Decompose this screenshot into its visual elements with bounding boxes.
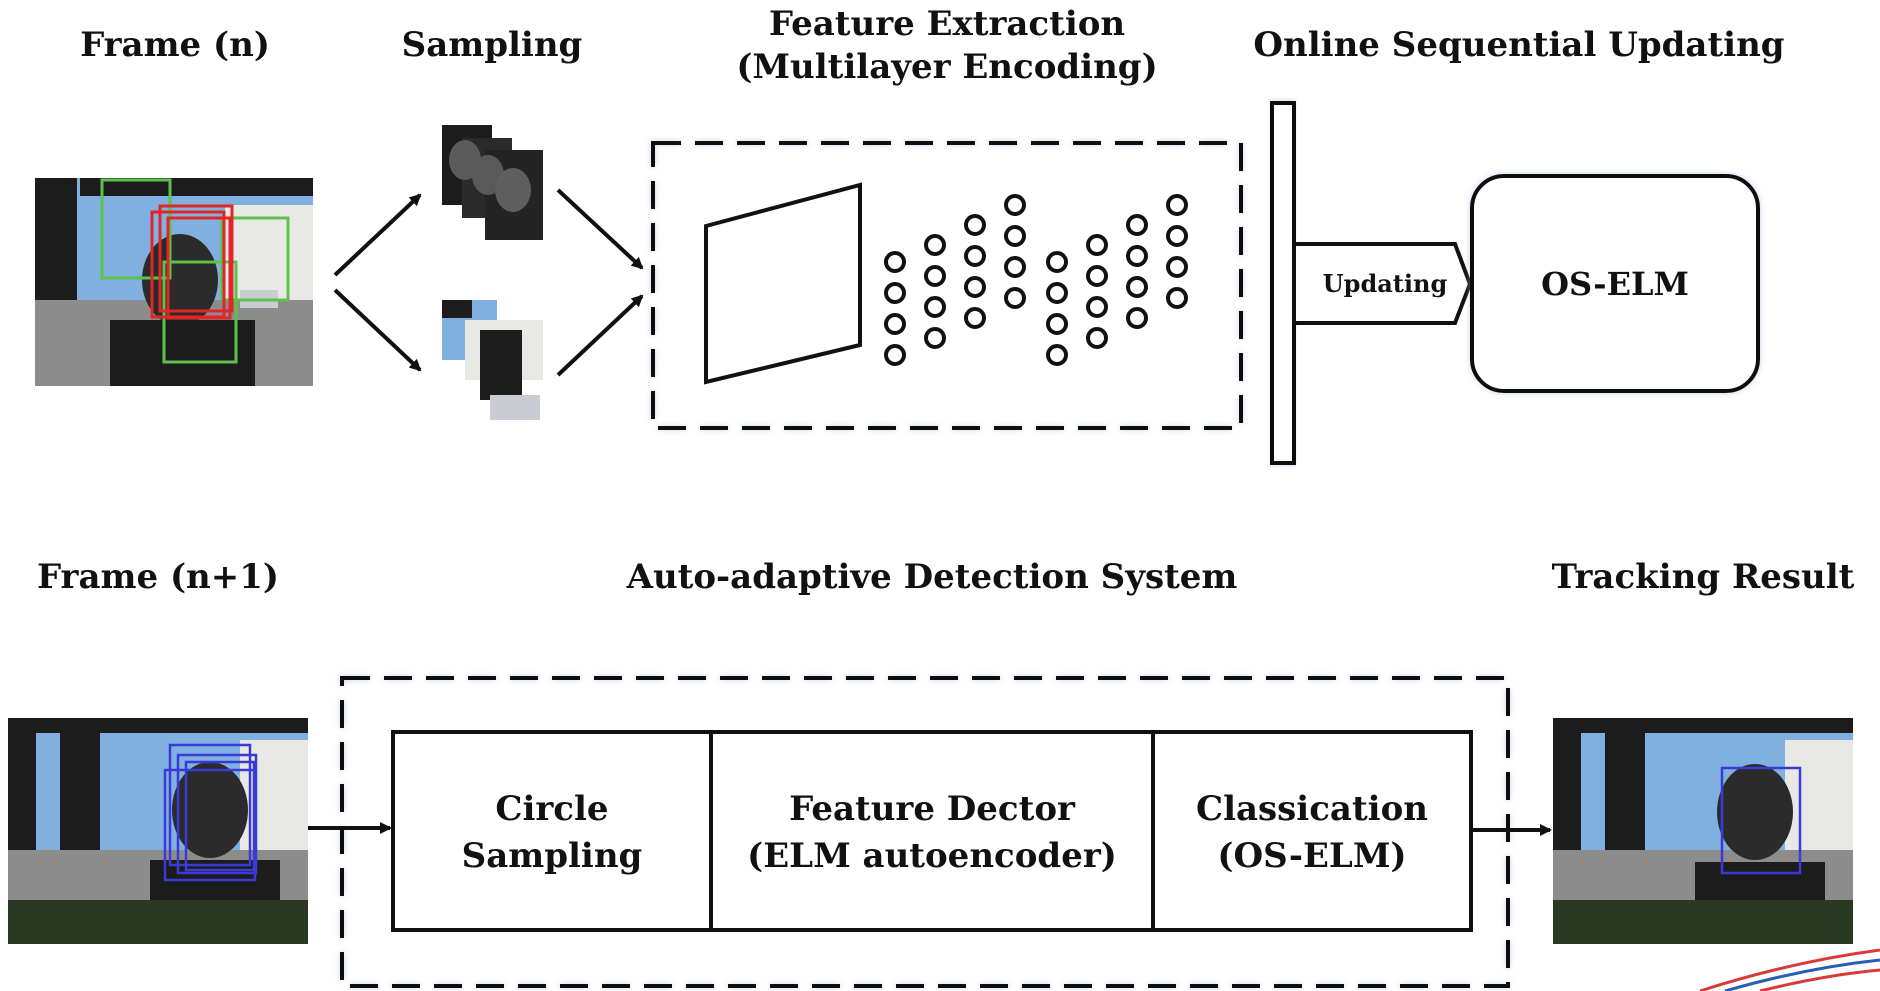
neuron-icon <box>884 344 906 366</box>
circle-sampling-label-line2: Sampling <box>462 836 643 876</box>
frame-n1-title: Frame (n+1) <box>37 557 279 597</box>
sampling-title: Sampling <box>402 25 583 65</box>
neuron-icon <box>884 282 906 304</box>
circle-sampling-label-line1: Circle <box>495 789 608 829</box>
logo-swoosh-icon <box>1699 948 1880 991</box>
neuron-icon <box>1126 214 1148 236</box>
neuron-icon <box>924 265 946 287</box>
neuron-icon <box>1126 245 1148 267</box>
neuron-icon <box>1004 225 1026 247</box>
classication-label-line1: Classication <box>1196 789 1428 829</box>
arrow-sample-top-to-encoder <box>556 188 644 270</box>
neuron-icon <box>1086 234 1108 256</box>
neuron-icon <box>1166 225 1188 247</box>
frame-n-title: Frame (n) <box>80 25 270 65</box>
updating-arrow-shape <box>1292 242 1473 325</box>
frame-n-boxes <box>100 178 290 364</box>
neuron-icon <box>1046 344 1068 366</box>
neuron-icon <box>1166 256 1188 278</box>
classication-box <box>1151 730 1473 932</box>
arrow-frame-to-sample-bottom <box>333 288 422 372</box>
os-elm-label: OS-ELM <box>1541 265 1689 303</box>
feature-dector-box <box>709 730 1155 932</box>
neuron-icon <box>884 313 906 335</box>
frame-roof <box>80 178 313 196</box>
os-elm-box <box>1470 174 1760 393</box>
classication-label-line2: (OS-ELM) <box>1217 836 1406 876</box>
neuron-icon <box>924 327 946 349</box>
neuron-icon <box>1004 287 1026 309</box>
tracking-result-box <box>1720 766 1802 875</box>
feature-extraction-title-line2: (Multilayer Encoding) <box>736 47 1157 87</box>
neuron-layers <box>884 194 1188 366</box>
frame-n1-image <box>8 718 308 944</box>
neuron-icon <box>1166 194 1188 216</box>
neuron-icon <box>1046 313 1068 335</box>
auto-adaptive-title: Auto-adaptive Detection System <box>626 557 1238 597</box>
update-bar <box>1270 101 1296 465</box>
neuron-icon <box>1046 282 1068 304</box>
neuron-icon <box>964 307 986 329</box>
sample-patch-stack-top <box>442 125 543 240</box>
neuron-icon <box>1166 287 1188 309</box>
frame-n1-boxes <box>163 743 258 882</box>
frame-n-image <box>35 178 313 386</box>
neuron-icon <box>884 251 906 273</box>
frame-body <box>110 320 255 386</box>
feature-extraction-title-line1: Feature Extraction <box>769 4 1125 44</box>
tracking-result-title: Tracking Result <box>1552 557 1855 597</box>
layer-plane-icon <box>704 182 862 385</box>
neuron-icon <box>1126 307 1148 329</box>
neuron-icon <box>1126 276 1148 298</box>
neuron-icon <box>964 245 986 267</box>
arrow-sample-bottom-to-encoder <box>556 294 644 377</box>
neuron-icon <box>924 234 946 256</box>
arrow-frame-to-sample-top <box>333 193 422 277</box>
feature-extraction-box <box>651 141 1243 430</box>
neuron-icon <box>1046 251 1068 273</box>
neuron-icon <box>964 214 986 236</box>
tracking-result-image <box>1553 718 1853 944</box>
neuron-icon <box>1004 194 1026 216</box>
sample-patch-stack-bottom <box>442 300 543 420</box>
neuron-icon <box>1086 327 1108 349</box>
neuron-icon <box>1086 296 1108 318</box>
circle-sampling-box <box>391 730 713 932</box>
feature-dector-label-line2: (ELM autoencoder) <box>747 836 1117 876</box>
neuron-icon <box>1004 256 1026 278</box>
neuron-icon <box>924 296 946 318</box>
updating-label: Updating <box>1323 269 1448 298</box>
neuron-icon <box>964 276 986 298</box>
online-updating-title: Online Sequential Updating <box>1253 25 1784 65</box>
neuron-icon <box>1086 265 1108 287</box>
feature-dector-label-line1: Feature Dector <box>789 789 1076 829</box>
